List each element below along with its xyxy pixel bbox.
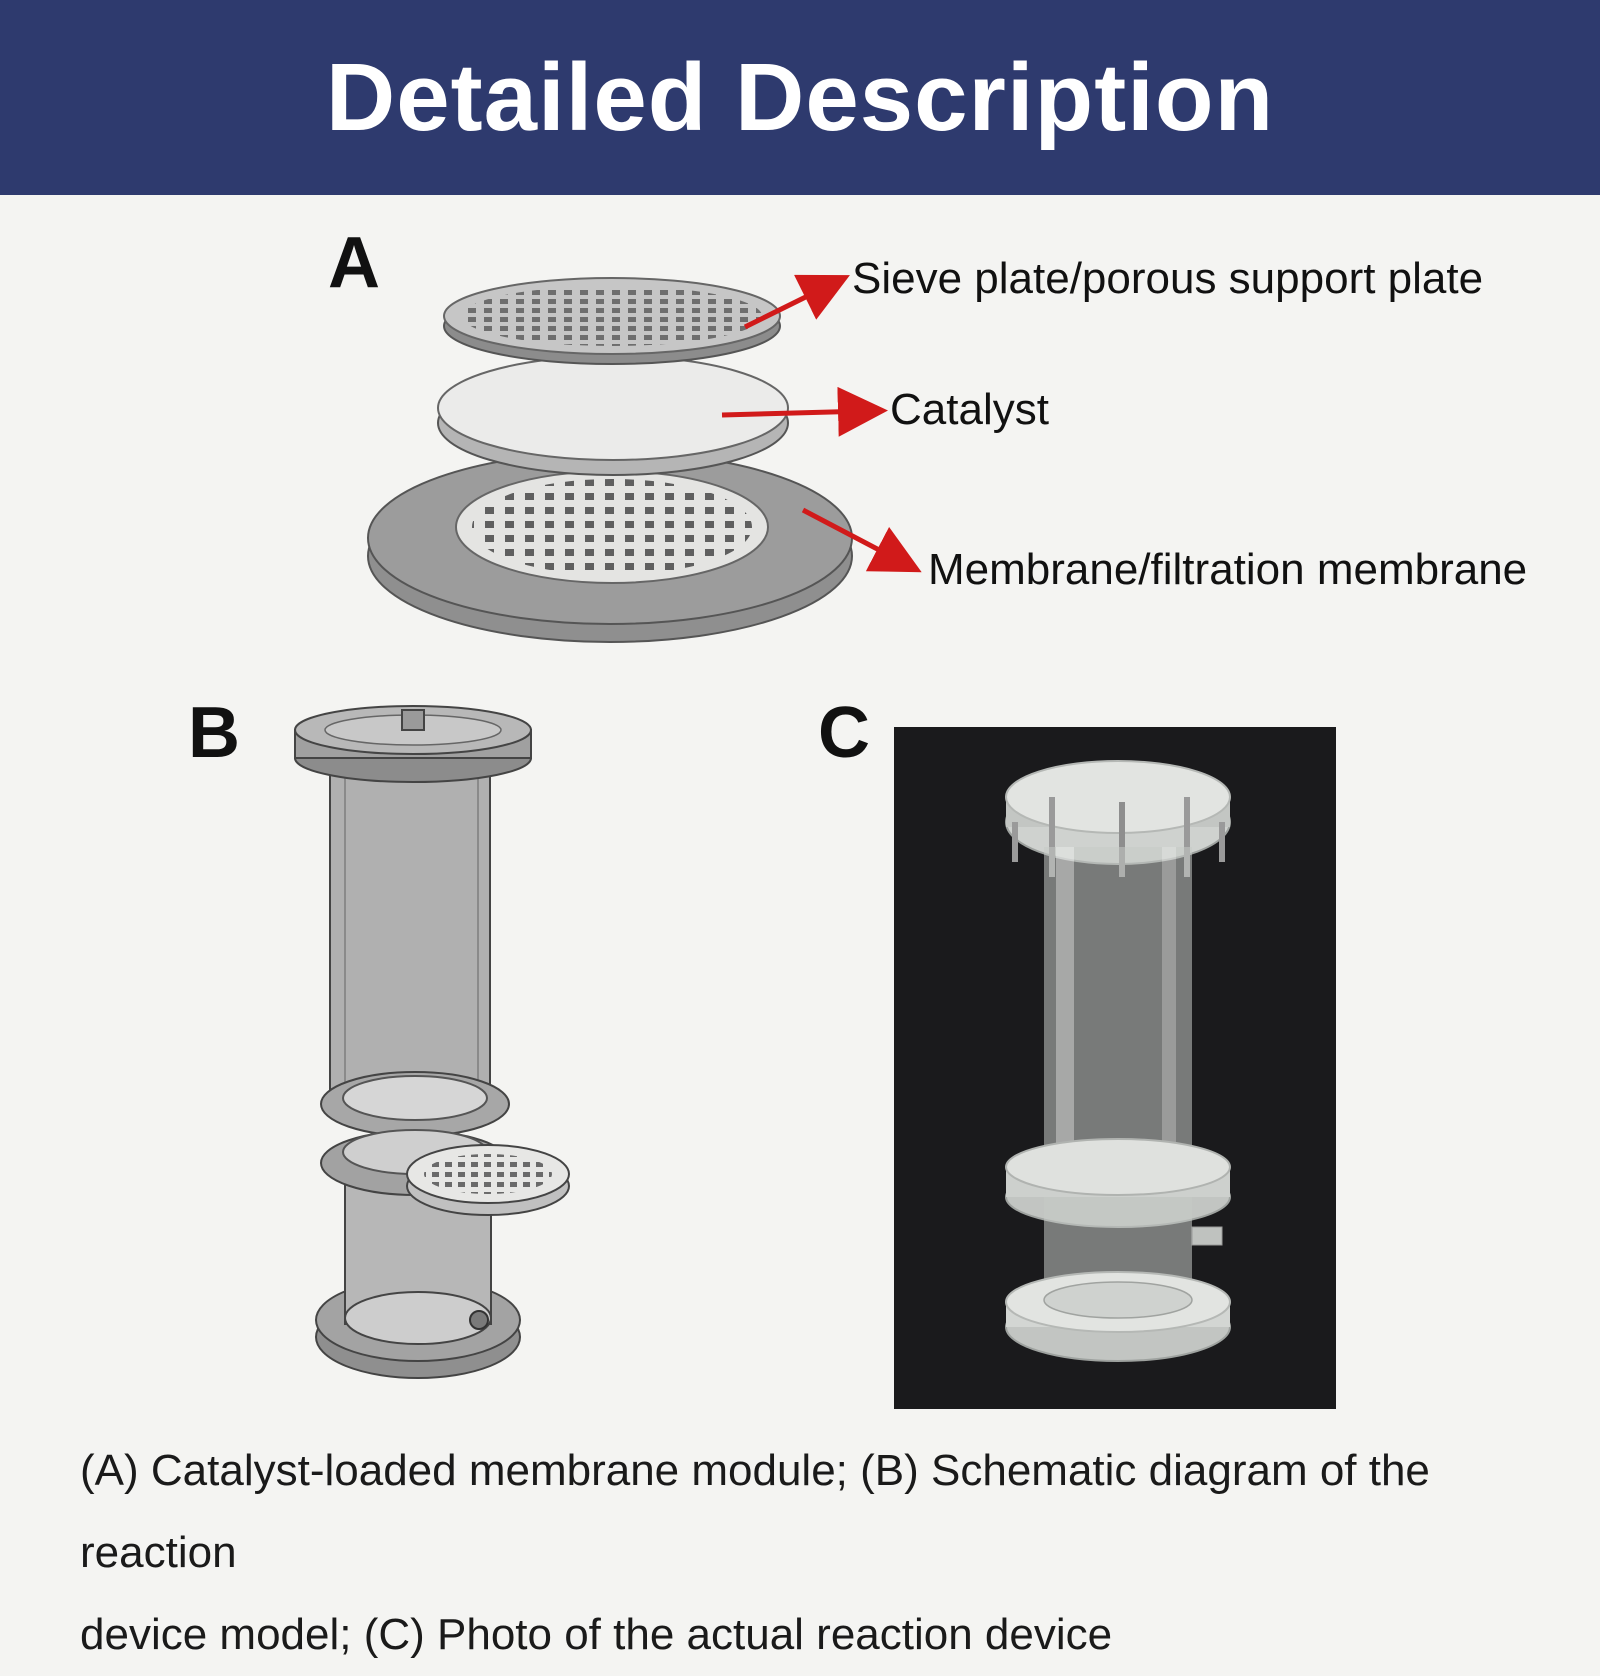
catalyst-arrow [721, 386, 888, 437]
panel-c-letter: C [818, 693, 870, 773]
panel-a-letter: A [328, 223, 380, 303]
membrane-disc [367, 451, 853, 643]
membrane-label: Membrane/filtration membrane [928, 545, 1528, 594]
panel-b-letter: B [188, 693, 240, 773]
catalyst-disc [437, 355, 789, 476]
sieve-plate-disc [443, 277, 781, 365]
sieve-plate-label: Sieve plate/porous support plate [852, 254, 1484, 303]
header-bar: Detailed Description [0, 0, 1600, 195]
reaction-device-photo [894, 727, 1336, 1409]
caption-line-2: device model; (C) Photo of the actual re… [80, 1610, 1113, 1659]
caption-line-1: (A) Catalyst-loaded membrane module; (B)… [80, 1446, 1430, 1577]
figure-caption: (A) Catalyst-loaded membrane module; (B)… [80, 1430, 1580, 1676]
panel-a-illustration [367, 274, 922, 643]
panel-b-reactor-schematic [294, 705, 570, 1379]
catalyst-label: Catalyst [890, 385, 1049, 434]
sieve-plate-arrow [743, 274, 850, 330]
membrane-arrow [801, 507, 922, 573]
page-title: Detailed Description [325, 43, 1275, 151]
